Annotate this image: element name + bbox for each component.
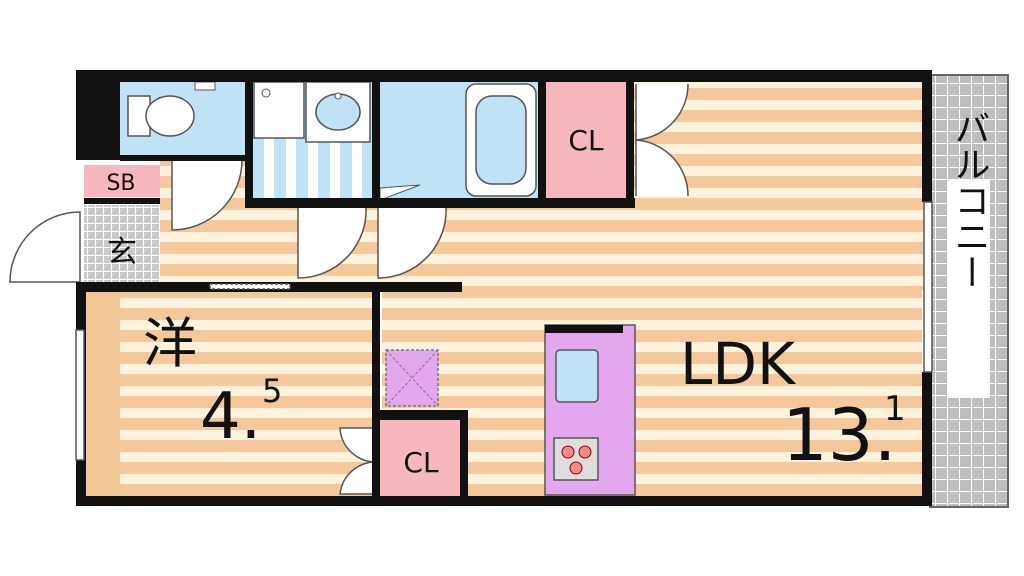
closet-bottom-label: CL bbox=[403, 446, 439, 479]
windows bbox=[75, 201, 933, 461]
balcony bbox=[929, 74, 1009, 508]
stove-icon bbox=[553, 437, 599, 481]
tatami-border bbox=[84, 292, 120, 502]
closet-bottom bbox=[380, 420, 462, 502]
sb-label: SB bbox=[106, 171, 135, 196]
shoe-box bbox=[84, 165, 160, 197]
western-size-int: 4. bbox=[200, 380, 261, 454]
closet-top-label: CL bbox=[568, 124, 604, 157]
entrance-floor bbox=[84, 205, 160, 285]
sink-icon bbox=[555, 349, 599, 403]
bathtub-icon bbox=[379, 83, 537, 201]
western-room-floor bbox=[84, 292, 374, 502]
ldk-size-int: 13. bbox=[782, 393, 897, 477]
ldk-size-frac: 1 bbox=[884, 389, 906, 429]
entrance-label: 玄 bbox=[107, 235, 137, 270]
balcony-label: バルコニー bbox=[949, 110, 990, 290]
western-room-label: 洋 bbox=[143, 312, 197, 375]
skylight-icon bbox=[385, 349, 439, 407]
toilet-icon bbox=[127, 81, 216, 137]
doors bbox=[9, 83, 689, 495]
ldk-label: LDK bbox=[680, 330, 797, 398]
kitchen-counter bbox=[544, 324, 636, 496]
western-size-frac: 5 bbox=[262, 372, 282, 410]
washbasin-icon bbox=[253, 81, 371, 143]
closet-top bbox=[545, 80, 627, 198]
